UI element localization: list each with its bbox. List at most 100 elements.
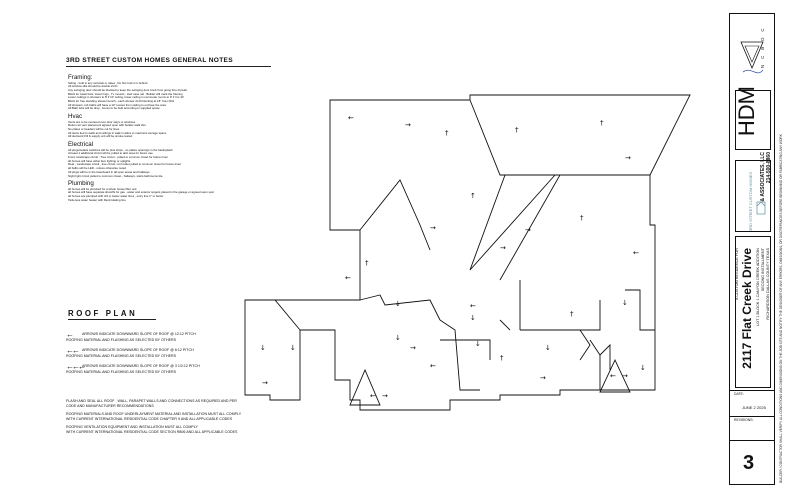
notes-line: Front- landscape circuit , Tree circuit … (68, 156, 168, 160)
slope-arrow-icon: → (262, 379, 268, 387)
legend-subtext: ROOFING MATERIAL AND FLASHING AS SELECTE… (66, 354, 176, 358)
legend-row: ←←ARROWS INDICATE DOWNWARD SLOPE OF ROOF… (66, 345, 326, 355)
slope-arrow-icon: † (580, 214, 584, 222)
notes-line: All plugs/outlets switches will be plus … (68, 148, 173, 152)
project-city: RICHARDSON DALLAS COUNTY TEXAS (766, 248, 770, 320)
notes-line: All showers, tub baths will have a 12" r… (68, 103, 166, 107)
date-label: DATE: (734, 392, 744, 396)
notes-line: Block for free standing shower bench - e… (68, 100, 175, 104)
notes-line: all homes will be plumbed for a whole ho… (68, 187, 137, 191)
roof-legend: ← ARROWS INDICATE DOWNWARD SLOPE OF ROOF … (66, 330, 326, 378)
roof-plan-underline (68, 319, 156, 320)
slope-arrow-icon: ↓ (260, 344, 266, 352)
notes-section-heading: Plumbing (68, 180, 94, 188)
notes-line: Lower ceilings in showers to 8' if 10' c… (68, 96, 184, 100)
legend-subtext: ROOFING MATERIAL AND FLASHING AS SELECTE… (66, 338, 176, 342)
slope-arrow-icon: † (600, 119, 604, 127)
slope-arrow-icon: ↓ (622, 299, 628, 307)
slope-arrow-icon: → (622, 372, 628, 380)
builder-logo: 3RD STREET CUSTOM HOMES (748, 172, 753, 231)
slope-arrow-icon: ↓ (395, 300, 401, 308)
slope-arrow-icon: ← (370, 392, 376, 400)
slope-arrow-icon: ← (345, 274, 351, 282)
divider (729, 440, 775, 441)
notes-section-heading: Hvac (68, 113, 83, 121)
project-info-box (735, 236, 771, 388)
slope-arrow-icon: ← (633, 249, 639, 257)
roof-footnotes: FLASH AND SEAL ALL ROOF , WALL, PARAPET … (66, 399, 326, 438)
date-value: JUNE 2 2025 (742, 405, 766, 410)
notes-line: Siding - built in any verticals or rakes… (68, 81, 148, 85)
legend-row: ← ARROWS INDICATE DOWNWARD SLOPE OF ROOF … (66, 329, 326, 339)
slope-arrow-icon: → (405, 121, 411, 129)
sheet-number: 3 (743, 452, 755, 474)
slope-arrow-icon: → (500, 244, 506, 252)
firm-logo-box (735, 90, 771, 150)
divider (729, 390, 775, 391)
notes-line: Block for towel bars, towel rings , Tv m… (68, 92, 183, 96)
divider (729, 416, 775, 417)
slope-arrow-icon: ← (430, 362, 436, 370)
roof-footnote: ROOFING MATERIALS AND ROOF UNDERLAYMENT … (66, 412, 242, 421)
notes-line: all homes are plumbed with 3/4 or better… (68, 195, 164, 199)
notes-section-heading: Electrical (68, 141, 94, 149)
project-address: 2117 Flat Creek Drive (740, 248, 754, 369)
project-intro: A CUSTOM RESIDENCE FOR (735, 248, 739, 301)
notes-line: At least 1 additional circuit will be pu… (68, 152, 153, 156)
notes-line: Any swinging door should be blocked to k… (68, 88, 187, 92)
notes-line: All ducts tied to walls and ceilings in … (68, 131, 167, 135)
slope-arrow-icon: † (515, 126, 519, 134)
slope-arrow-icon: † (570, 310, 574, 318)
notes-line: Vents are to be centered over door ways … (68, 120, 136, 124)
legend-text: ARROWS INDICATE DOWNWARD SLOPE OF ROOF @… (82, 348, 194, 352)
seal-icon (740, 41, 764, 74)
slope-arrow-icon: ↑ (470, 192, 476, 200)
slope-arrows: ←→†††→↑→††←↓←↓↓†↓→↓†←→↓↓↓↓→←→←→←→→ (260, 114, 646, 400)
slope-arrow-icon: ↓ (640, 364, 646, 372)
slope-arrow-icon: ↓ (470, 314, 476, 322)
slope-arrow-icon: ← (348, 114, 354, 122)
roof-footnote: ROOFING VENTILATION EQUIPMENT AND INSTAL… (66, 425, 238, 434)
legend-text: ARROWS INDICATE DOWNWARD SLOPE OF ROOF @… (82, 364, 200, 368)
builder-logo-icon (756, 201, 766, 215)
revisions-label: REVISIONS: (734, 418, 754, 422)
slope-arrow-icon: ↓ (475, 340, 481, 348)
notes-line: All window sills should be double 2x4's (68, 85, 118, 89)
notes-line: All ductwork Fill & supply unit will be … (68, 135, 133, 139)
slope-arrow-icon: ↓ (395, 334, 401, 342)
title-underline (66, 66, 271, 67)
legend-subtext: ROOFING MATERIAL AND FLASHING AS SELECTE… (66, 370, 176, 374)
slope-arrow-icon: ↓ (290, 344, 296, 352)
title-block (729, 13, 775, 485)
gable-left (349, 368, 381, 406)
project-phase: SECOND INSTALLMENT (761, 248, 765, 292)
legend-row: ←←←ARROWS INDICATE DOWNWARD SLOPE OF ROO… (66, 361, 326, 371)
notes-line: all homes will have separate shutoffs fo… (68, 191, 215, 195)
notes-line: Return air vent placement agreed upon wi… (68, 124, 146, 128)
slope-arrow-icon: † (445, 129, 449, 137)
gable-right (599, 358, 631, 393)
project-lot: LOT 1 BLOCK 1 CANYON CREEK ADDITION (756, 248, 760, 326)
slope-arrow-icon: ↓ (545, 344, 551, 352)
notes-section-heading: Framing: (68, 74, 93, 81)
general-notes: Framing:Siding - built in any verticals … (68, 72, 308, 203)
notes-line: all homes will have either Eve lighting … (68, 159, 131, 163)
slope-arrow-icon: ←← (66, 345, 80, 355)
notes-line: All plugs will be in the baseboard in al… (68, 170, 150, 174)
roof-plan-title: ROOF PLAN (68, 309, 138, 318)
slope-arrow-icon: ← (66, 329, 74, 339)
firm-logo: HDM (734, 86, 759, 137)
slope-arrow-icon: ← (470, 302, 476, 310)
slope-arrow-icon: → (525, 226, 531, 234)
notes-line: Tank-less water heater with Recirculatin… (68, 198, 126, 202)
ridge-lines (245, 99, 655, 391)
slope-arrow-icon: † (500, 354, 504, 362)
disclaimer: BUILDER / CONTRACTOR SHALL VERIFY ALL CO… (779, 134, 783, 483)
slope-arrow-icon: ←←← (66, 361, 86, 371)
slope-arrow-icon: → (410, 344, 416, 352)
roof-footnote: FLASH AND SEAL ALL ROOF , WALL, PARAPET … (66, 399, 237, 408)
legend-text: ARROWS INDICATE DOWNWARD SLOPE OF ROOF @… (82, 332, 196, 336)
slope-arrow-icon: → (625, 154, 631, 162)
